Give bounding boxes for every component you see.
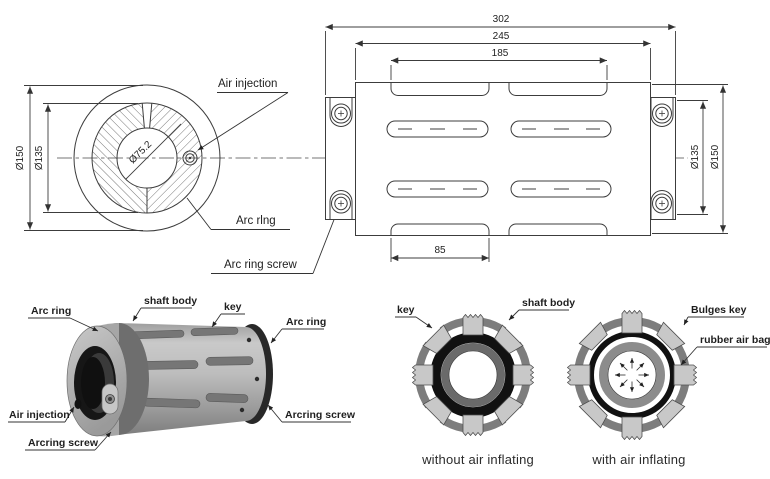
caption-with-inflating: with air inflating bbox=[592, 452, 686, 467]
hatch-left-half bbox=[91, 103, 147, 214]
label-air-injection: Air injection bbox=[218, 78, 278, 90]
label-iso-key: key bbox=[224, 301, 242, 313]
label-section-bulges-key: Bulges key bbox=[691, 304, 747, 316]
side-view-drawing bbox=[325, 82, 676, 236]
dim-end-key-length: 85 bbox=[434, 245, 446, 256]
dim-total-length: 302 bbox=[492, 14, 510, 25]
iso-view-leaders bbox=[8, 307, 351, 451]
front-view-dimensions bbox=[24, 85, 143, 231]
label-section-rubber-air-bag: rubber air bag bbox=[700, 334, 770, 346]
front-view-drawing bbox=[73, 84, 221, 232]
label-iso-arc-ring-left: Arc ring bbox=[31, 305, 72, 317]
dim-front-ring-dia: Ø135 bbox=[34, 145, 45, 171]
label-iso-arcring-screw-right: Arcring screw bbox=[285, 409, 356, 421]
label-arc-ring: Arc rlng bbox=[236, 215, 276, 227]
collar-bore-deep bbox=[81, 357, 105, 409]
dim-key-length: 185 bbox=[491, 48, 509, 59]
label-arc-ring-screw: Arc ring screw bbox=[224, 259, 297, 271]
section-with-inflating bbox=[567, 310, 697, 440]
section-leaders bbox=[395, 309, 767, 366]
iso-view-render bbox=[66, 323, 273, 437]
dim-side-outer-dia: Ø150 bbox=[710, 144, 721, 170]
label-iso-shaft-body: shaft body bbox=[144, 295, 198, 307]
air-injection-screw bbox=[182, 150, 198, 166]
front-view-leaders bbox=[186, 92, 338, 274]
dim-front-outer-dia: Ø150 bbox=[15, 145, 26, 171]
outer-circle bbox=[73, 84, 221, 232]
section-without-inflating bbox=[412, 314, 534, 436]
caption-without-inflating: without air inflating bbox=[422, 452, 534, 467]
label-iso-air-injection: Air injection bbox=[9, 409, 70, 421]
dim-side-ring-dia: Ø135 bbox=[690, 144, 701, 170]
body-key-slots bbox=[129, 326, 254, 409]
air-injection-hole bbox=[74, 399, 82, 409]
label-iso-arcring-screw-left: Arcring screw bbox=[28, 437, 99, 449]
side-view-dimensions bbox=[325, 23, 728, 262]
bore-dim-leader bbox=[125, 123, 182, 180]
label-iso-arc-ring-right: Arc ring bbox=[286, 316, 327, 328]
dim-body-length: 245 bbox=[492, 31, 510, 42]
right-arc-ring-tab bbox=[650, 97, 676, 220]
collar-screw-boss bbox=[101, 383, 119, 415]
label-section-key: key bbox=[397, 304, 415, 316]
hatch-right-half bbox=[147, 103, 203, 214]
key-slots bbox=[386, 82, 612, 236]
inflation-arrows bbox=[615, 358, 649, 392]
label-section-shaft-body: shaft body bbox=[522, 297, 576, 309]
arc-ring-screws bbox=[331, 103, 672, 214]
shaft-body-outline bbox=[355, 82, 651, 236]
